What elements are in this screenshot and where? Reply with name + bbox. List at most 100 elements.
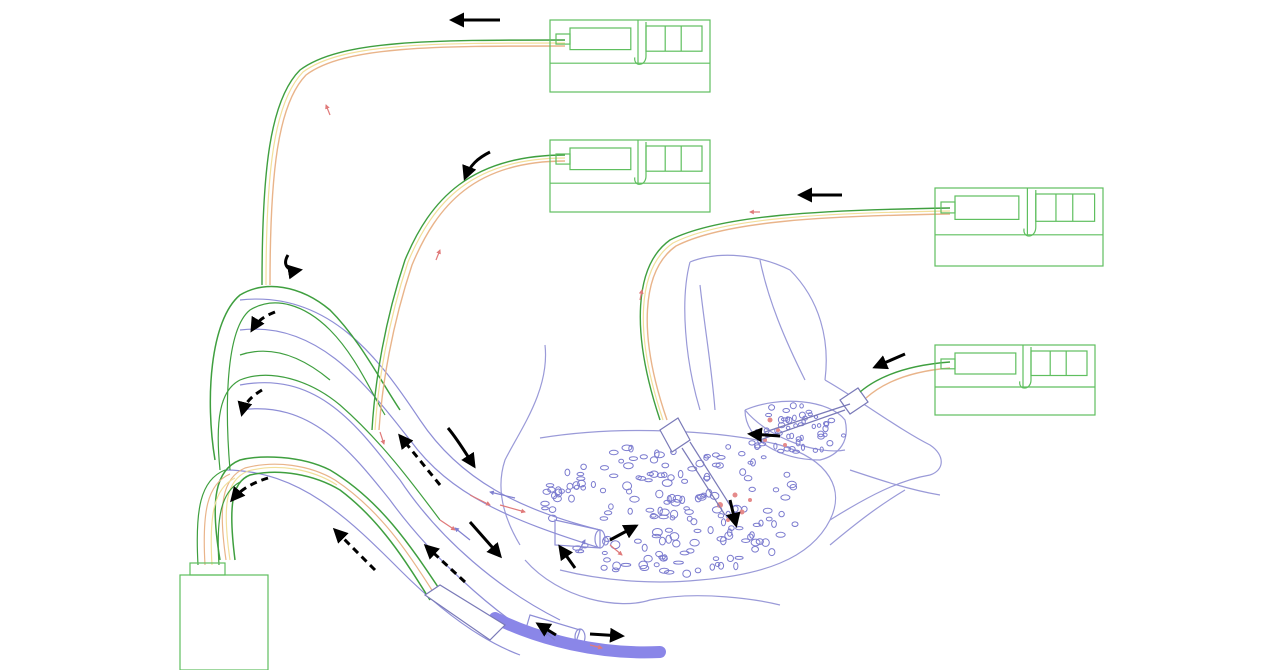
dashed-arrow-5 bbox=[332, 527, 377, 572]
bone-pore bbox=[603, 557, 611, 563]
bone-pore bbox=[747, 533, 754, 541]
bone-pore bbox=[807, 412, 813, 417]
bone-pore bbox=[780, 494, 791, 501]
bone-pore bbox=[765, 516, 773, 522]
bone-pore bbox=[659, 508, 670, 516]
arrow-into-bone bbox=[609, 524, 639, 542]
bone-pore bbox=[792, 449, 800, 454]
arrow-needle-left bbox=[747, 427, 781, 443]
bone-pore bbox=[716, 455, 726, 460]
bone-pore bbox=[791, 521, 799, 528]
bone-pore bbox=[717, 513, 725, 519]
bone-pore bbox=[621, 444, 633, 452]
bone-pore bbox=[628, 456, 639, 462]
bone-pore bbox=[694, 567, 702, 574]
reservoir bbox=[179, 562, 269, 670]
bone-pore bbox=[724, 531, 734, 540]
bone-pore bbox=[668, 493, 676, 503]
bone-pore bbox=[670, 509, 679, 519]
syringe-pump-2 bbox=[549, 139, 711, 213]
bone-pore bbox=[789, 402, 797, 410]
dashed-arrow-3 bbox=[230, 476, 269, 503]
bone-pore bbox=[541, 506, 549, 511]
bone-pore bbox=[707, 526, 714, 535]
bone-pore bbox=[656, 472, 666, 479]
dashed-arrow-2 bbox=[237, 388, 263, 417]
bone-pore bbox=[743, 475, 753, 482]
bone-pore bbox=[717, 561, 725, 570]
bone-pore bbox=[576, 476, 586, 481]
perfusate-lines bbox=[221, 463, 436, 596]
bone-pore bbox=[599, 516, 609, 521]
bone-pore bbox=[711, 462, 721, 468]
arrow-lower-left bbox=[535, 622, 557, 637]
bone-pore bbox=[599, 487, 607, 494]
arrow-needle-down bbox=[725, 499, 741, 528]
bone-pore bbox=[664, 570, 675, 575]
bone-pore bbox=[601, 550, 608, 556]
bone-pore bbox=[750, 458, 756, 467]
bone-pore bbox=[611, 567, 620, 573]
bone-pore bbox=[564, 468, 571, 477]
bone-pore bbox=[703, 475, 711, 481]
bone-pore bbox=[725, 444, 732, 450]
bone-pore bbox=[727, 528, 733, 537]
bone-pore bbox=[816, 423, 822, 428]
bone-pore bbox=[754, 444, 762, 449]
bone-pore bbox=[649, 470, 659, 478]
bone-pore bbox=[811, 423, 816, 430]
bone-pore bbox=[622, 481, 633, 491]
bone-pore bbox=[547, 486, 556, 493]
cancellous-bone-pores bbox=[540, 444, 799, 578]
bone-pore bbox=[741, 538, 751, 544]
arrow-pump2 bbox=[462, 150, 491, 181]
bone-pore bbox=[663, 499, 671, 505]
arrow-vessel-down-2 bbox=[468, 521, 502, 559]
bone-pore bbox=[777, 448, 785, 454]
bone-pore bbox=[548, 514, 558, 522]
bone-pore bbox=[762, 507, 773, 514]
bone-pore bbox=[714, 562, 721, 567]
pump-tubing bbox=[261, 39, 951, 431]
bone-pore bbox=[638, 560, 649, 570]
bone-pore bbox=[554, 486, 562, 496]
bone-pore bbox=[665, 534, 673, 544]
bone-pore bbox=[812, 447, 819, 453]
dashed-arrow-1 bbox=[250, 310, 276, 333]
bone-pore bbox=[628, 444, 634, 453]
syringe-pump-4 bbox=[934, 344, 1096, 416]
solid-arrows bbox=[284, 12, 906, 643]
dashed-arrow-4 bbox=[398, 433, 442, 486]
curved-arrow-top bbox=[284, 254, 303, 280]
bone-pore bbox=[826, 440, 834, 447]
bone-pore bbox=[783, 446, 792, 452]
bone-pore bbox=[643, 554, 653, 563]
bone-pore bbox=[673, 560, 684, 565]
bone-pore bbox=[629, 495, 640, 503]
bone-pore bbox=[786, 433, 791, 440]
bone-pore bbox=[689, 538, 700, 547]
bone-pore bbox=[735, 526, 744, 531]
bone-pore bbox=[822, 432, 828, 438]
bone-pore bbox=[703, 455, 709, 461]
catheter-sheaths bbox=[423, 387, 869, 641]
bone-pore bbox=[620, 562, 632, 567]
bone-pore bbox=[580, 485, 587, 491]
bone-pore bbox=[609, 473, 619, 479]
bone-pore bbox=[608, 503, 614, 510]
bone-pore bbox=[800, 443, 806, 451]
arrow-bone-out bbox=[558, 544, 577, 569]
bone-pore bbox=[600, 465, 609, 471]
bone-pore bbox=[655, 489, 664, 499]
bone-pore bbox=[765, 412, 773, 418]
bone-pore bbox=[823, 421, 829, 428]
bone-pore bbox=[610, 540, 621, 550]
bone-pore bbox=[773, 442, 778, 450]
bone-pore bbox=[748, 440, 756, 446]
bone-pore bbox=[768, 404, 776, 411]
syringe-pump-3 bbox=[934, 187, 1104, 267]
bone-pore bbox=[738, 451, 746, 457]
bone-pore bbox=[657, 506, 663, 515]
bone-pore bbox=[795, 436, 802, 443]
